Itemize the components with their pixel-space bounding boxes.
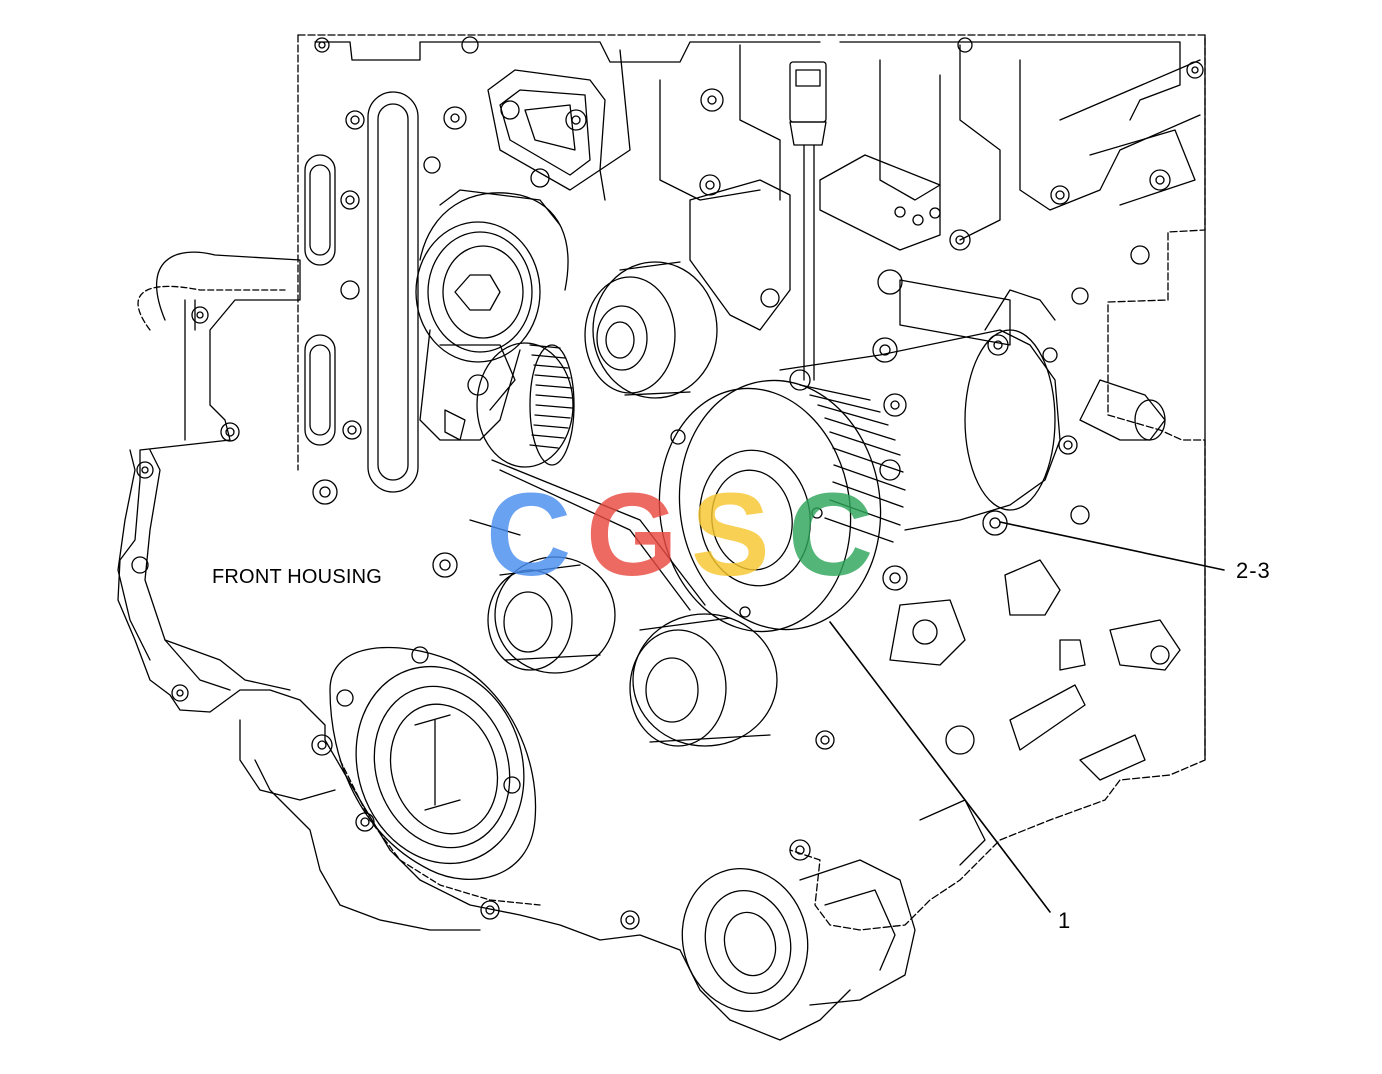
watermark-letter-2: G — [586, 469, 678, 601]
ac-compressor — [779, 289, 1166, 536]
tensioner-grooved-pulley — [476, 342, 575, 468]
top-bracket — [487, 69, 606, 191]
watermark-letter-4: C — [788, 469, 874, 601]
ac-clutch-pulley — [658, 369, 908, 633]
engine-block-outline — [297, 34, 1206, 931]
cgsc-watermark: C G S C — [486, 476, 896, 596]
leader-lines — [829, 521, 1225, 913]
callout-2-3-label: 2-3 — [1236, 558, 1271, 583]
front-housing-label: FRONT HOUSING — [212, 566, 383, 588]
crank-seal-housing — [329, 646, 537, 881]
idler-pulley-lower-right — [629, 613, 778, 747]
drive-belt — [469, 459, 706, 611]
upper-bolts — [314, 36, 1204, 440]
crank-pulley-hub — [681, 859, 916, 1013]
compressor-bracket — [689, 154, 1011, 346]
sensor-connector — [789, 61, 827, 381]
idler-pulley-lower-left — [487, 556, 616, 674]
lower-right-components — [889, 505, 1181, 866]
idler-pulley-upper — [584, 261, 718, 399]
leader-line-1 — [829, 621, 1051, 913]
watermark-letter-1: C — [486, 469, 572, 601]
front-housing — [117, 251, 851, 1041]
watermark-letter-3: S — [691, 469, 770, 601]
callout-1-label: 1 — [1058, 908, 1071, 933]
leader-line-2-3 — [999, 521, 1225, 571]
block-slots — [304, 91, 419, 493]
belt-tensioner — [415, 189, 569, 441]
